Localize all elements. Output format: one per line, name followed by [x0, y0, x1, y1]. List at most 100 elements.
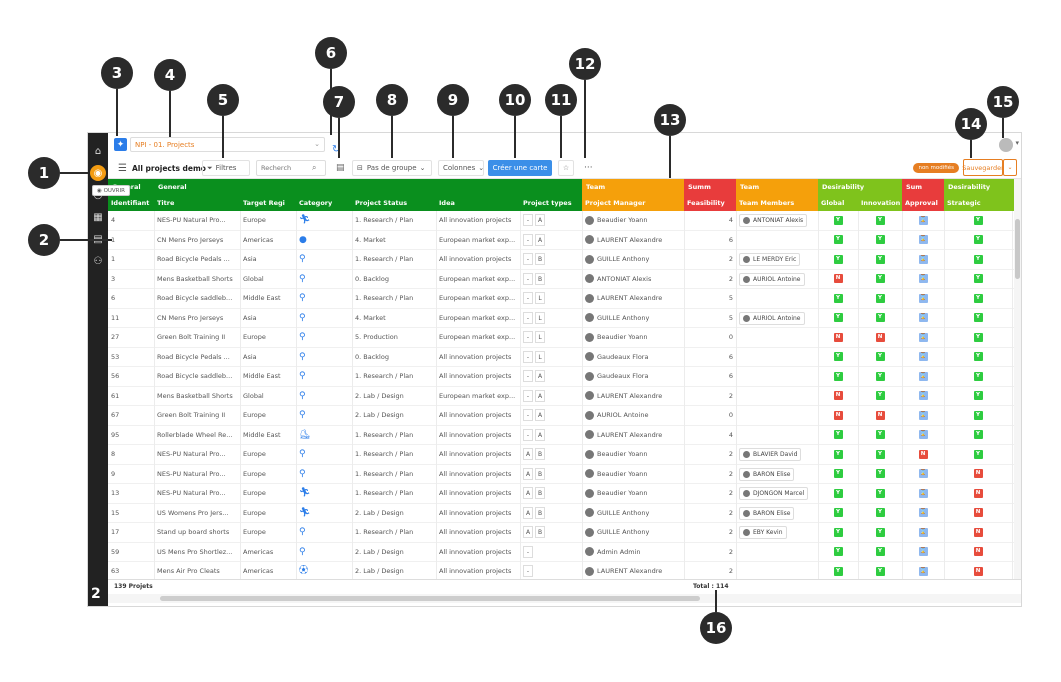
- cell-global[interactable]: N: [818, 328, 858, 348]
- cell-approval[interactable]: N: [902, 445, 944, 465]
- cell-global[interactable]: Y: [818, 504, 858, 524]
- cell-innovation[interactable]: Y: [858, 250, 902, 270]
- cell-project-manager[interactable]: GUILLE Anthony: [582, 523, 684, 543]
- cell-project-status[interactable]: 1. Research / Plan: [355, 294, 414, 302]
- cell-project-manager[interactable]: LAURENT Alexandre: [582, 231, 684, 251]
- cell-innovation[interactable]: Y: [858, 484, 902, 504]
- cell-project-manager[interactable]: GUILLE Anthony: [582, 504, 684, 524]
- star-icon[interactable]: ☆: [558, 160, 574, 176]
- cell-approval[interactable]: ⌛: [902, 406, 944, 426]
- cell-team-members[interactable]: [736, 328, 818, 348]
- cell-title[interactable]: Green Bolt Training II: [157, 411, 226, 419]
- cell-project-types[interactable]: -A: [520, 406, 582, 426]
- cell-project-manager[interactable]: GUILLE Anthony: [582, 250, 684, 270]
- cell-approval[interactable]: ⌛: [902, 309, 944, 329]
- cell-project-manager[interactable]: AURIOL Antoine: [582, 406, 684, 426]
- cell-approval[interactable]: ⌛: [902, 484, 944, 504]
- cell-global[interactable]: Y: [818, 523, 858, 543]
- cell-idea[interactable]: All innovation projects: [439, 450, 512, 458]
- refresh-icon[interactable]: ↻: [332, 143, 341, 155]
- cell-team-members[interactable]: EBY Kevin: [736, 523, 818, 543]
- cell-project-types[interactable]: -: [520, 543, 582, 563]
- column-header-12[interactable]: Approval: [902, 195, 944, 211]
- cell-target-region[interactable]: Asia: [243, 352, 257, 361]
- cell-team-members[interactable]: [736, 426, 818, 446]
- cell-innovation[interactable]: Y: [858, 289, 902, 309]
- cell-innovation[interactable]: Y: [858, 367, 902, 387]
- cell-strategic[interactable]: Y: [944, 289, 1012, 309]
- cell-title[interactable]: Road Bicycle saddleb...: [157, 294, 233, 302]
- cell-project-manager[interactable]: LAURENT Alexandre: [582, 562, 684, 579]
- cell-innovation[interactable]: Y: [858, 465, 902, 485]
- cell-identifiant[interactable]: 4: [111, 216, 116, 224]
- network-icon[interactable]: ⚇: [93, 255, 103, 267]
- cell-identifiant[interactable]: 59: [111, 547, 120, 556]
- cell-strategic[interactable]: N: [944, 484, 1012, 504]
- cell-strategic[interactable]: Y: [944, 211, 1012, 231]
- cell-team-members[interactable]: [736, 289, 818, 309]
- cell-project-types[interactable]: -B: [520, 250, 582, 270]
- cell-strategic[interactable]: N: [944, 504, 1012, 524]
- cell-feasibility[interactable]: 0: [728, 333, 733, 341]
- group-header-3[interactable]: Summ: [684, 179, 736, 195]
- calendar-icon[interactable]: ▦: [93, 211, 103, 223]
- cell-title[interactable]: Road Bicycle Pedals ...: [157, 255, 230, 263]
- cell-idea[interactable]: All innovation projects: [439, 411, 512, 419]
- cell-strategic[interactable]: N: [944, 562, 1012, 579]
- cell-team-members[interactable]: [736, 367, 818, 387]
- column-header-5[interactable]: Idea: [436, 195, 520, 211]
- hamburger-menu-icon[interactable]: ☰: [118, 162, 127, 174]
- cell-project-status[interactable]: 4. Market: [355, 235, 386, 244]
- cell-title[interactable]: US Womens Pro Jers...: [157, 508, 229, 517]
- save-menu-chevron-icon[interactable]: ⌄: [1003, 159, 1017, 176]
- group-header-4[interactable]: Team: [736, 179, 818, 195]
- cell-strategic[interactable]: Y: [944, 309, 1012, 329]
- cell-target-region[interactable]: Europe: [243, 216, 266, 224]
- cell-category[interactable]: ⚲: [296, 348, 352, 368]
- cell-global[interactable]: Y: [818, 543, 858, 563]
- cell-project-types[interactable]: -: [520, 562, 582, 579]
- cell-innovation[interactable]: Y: [858, 309, 902, 329]
- cell-strategic[interactable]: Y: [944, 328, 1012, 348]
- cell-idea[interactable]: All innovation projects: [439, 567, 512, 575]
- cell-approval[interactable]: ⌛: [902, 270, 944, 290]
- cell-global[interactable]: Y: [818, 562, 858, 579]
- cell-innovation[interactable]: Y: [858, 543, 902, 563]
- cell-identifiant[interactable]: 53: [111, 352, 120, 361]
- cell-team-members[interactable]: [736, 543, 818, 563]
- cell-global[interactable]: Y: [818, 211, 858, 231]
- column-header-8[interactable]: Feasibility: [684, 195, 736, 211]
- column-header-0[interactable]: Identifiant: [108, 195, 154, 211]
- cell-feasibility[interactable]: 2: [728, 567, 733, 575]
- cell-category[interactable]: ⚲: [296, 465, 352, 485]
- cell-category[interactable]: ⚲: [296, 270, 352, 290]
- cell-project-manager[interactable]: Beaudier Yoann: [582, 211, 684, 231]
- cell-approval[interactable]: ⌛: [902, 387, 944, 407]
- cell-innovation[interactable]: Y: [858, 445, 902, 465]
- cell-identifiant[interactable]: 8: [111, 450, 116, 458]
- cell-identifiant[interactable]: 11: [111, 313, 120, 322]
- cell-project-status[interactable]: 1. Research / Plan: [355, 528, 414, 536]
- cell-category[interactable]: ⚲: [296, 406, 352, 426]
- cell-project-manager[interactable]: Admin Admin: [582, 543, 684, 563]
- cell-target-region[interactable]: Global: [243, 391, 264, 400]
- cell-strategic[interactable]: Y: [944, 250, 1012, 270]
- cell-strategic[interactable]: Y: [944, 367, 1012, 387]
- cell-global[interactable]: Y: [818, 465, 858, 485]
- cell-strategic[interactable]: Y: [944, 270, 1012, 290]
- cell-team-members[interactable]: BLAVIER David: [736, 445, 818, 465]
- cell-title[interactable]: Stand up board shorts: [157, 528, 230, 536]
- cell-approval[interactable]: ⌛: [902, 543, 944, 563]
- cell-idea[interactable]: All innovation projects: [439, 255, 512, 263]
- cell-strategic[interactable]: Y: [944, 426, 1012, 446]
- cell-idea[interactable]: All innovation projects: [439, 372, 512, 380]
- cell-idea[interactable]: European market exp...: [439, 274, 516, 283]
